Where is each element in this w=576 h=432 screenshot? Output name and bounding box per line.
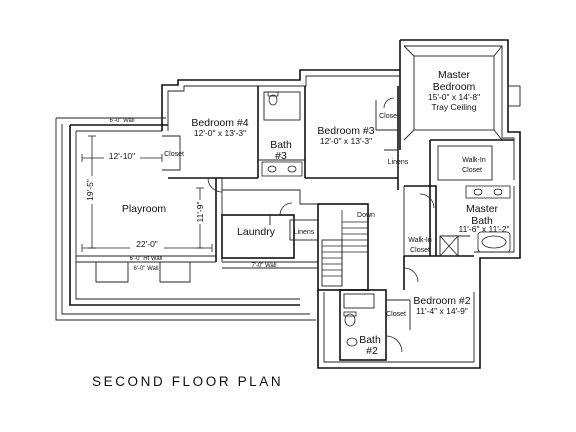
dimension-labels: 12'-10" 19'-5" 11'-9" 22'-0" [84,150,207,250]
tray-ceiling [403,45,503,141]
playroom-label: Playroom [122,203,167,215]
linens-lower-label: Linens [294,229,315,236]
stair-down-label: Down [357,212,375,219]
master-bath-label: Master [466,203,499,215]
bedroom3-size: 12'-0" x 13'-3" [320,136,372,146]
master-bedroom-note: Tray Ceiling [431,102,476,112]
open-below-label: 6'-0" Ht Wall [130,256,163,262]
playroom-left-dimension: 19'-5" [85,179,95,201]
closet-bedroom2-label: Closet [386,311,406,318]
master-bedroom-label: Master [438,69,471,81]
bath2-label: Bath [359,334,381,346]
bedroom3-label: Bedroom #3 [317,125,374,137]
wall-top-label: 6'-0" Wall [109,118,134,124]
playroom-right-dimension: 11'-9" [195,201,205,222]
master-bath-size: 11'-6" x 11'-2" [458,224,509,234]
bath2-label-2: #2 [366,345,378,357]
room-labels: Master Bedroom 15'-0" x 14'-8" Tray Ceil… [122,69,510,357]
master-bedroom-label-2: Bedroom [433,81,476,93]
bedroom2-size: 11'-4" x 14'-9" [416,306,468,316]
interior-walls [76,86,514,361]
master-bedroom-size: 15'-0" x 14'-8" [428,92,480,102]
closet-bedroom3-label: Closet [379,113,399,120]
stair-treads [322,221,368,277]
playroom-bottom-dimension: 22'-0" [136,239,158,249]
laundry-label: Laundry [237,226,276,238]
closet-bedroom4-label: Closet [164,151,184,158]
walkin-closet-upper-label: Walk-In [462,157,486,164]
playroom-top-dimension: 12'-10" [109,151,135,161]
bath3-label: Bath [270,139,292,151]
wall-laundry-label: 7'-0" Wall [251,263,276,269]
dimension-lines [81,135,213,252]
walkin-closet-lower-label: Walk-In [408,237,432,244]
exterior-walls [55,39,521,369]
bedroom2-label: Bedroom #2 [413,295,470,307]
bedroom4-label: Bedroom #4 [191,117,248,129]
bedroom4-size: 12'-0" x 13'-3" [194,128,246,138]
fixtures [207,91,511,347]
small-labels: Closet Closet Closet Linens Linens Down … [109,113,408,318]
walkin-closet-lower-label-2: Closet [410,247,430,254]
plan-title: SECOND FLOOR PLAN [92,374,284,389]
walkin-closet-upper-label-2: Closet [462,167,482,174]
bath3-label-2: #3 [275,150,287,162]
master-bath-label-2: Bath [471,215,493,227]
linens-upper-label: Linens [388,159,409,166]
wall-bottom-label: 6'-0" Wall [133,266,158,272]
